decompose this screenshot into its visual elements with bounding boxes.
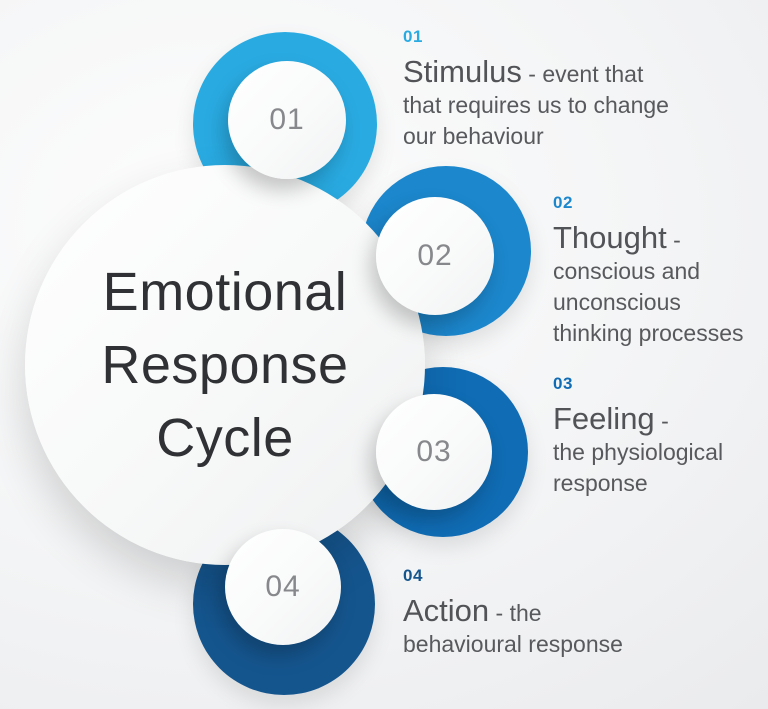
step-01-title: Stimulus [403,54,522,89]
step-02-title: Thought [553,220,667,255]
step-03-number: 03 [553,374,573,393]
step-02-disc: 02 [376,197,494,315]
step-02-number: 02 [553,193,573,212]
step-04-disc-number: 04 [265,570,301,603]
step-04-description: - the behavioural response [403,600,623,657]
step-04-title: Action [403,593,490,628]
step-01-number: 01 [403,27,423,46]
cycle-title-circle: Emotional Response Cycle [25,165,425,565]
step-02-description: - conscious and unconscious thinking pro… [553,227,744,346]
step-03-title: Feeling [553,401,655,436]
step-03-label: 03 Feeling - the physiological response [553,374,768,499]
step-04-label: 04 Action - the behavioural response [403,566,703,660]
step-02-label: 02 Thought - conscious and unconscious t… [553,193,768,349]
step-01-description: - event that that requires us to change … [403,61,669,149]
step-04-number: 04 [403,566,423,585]
cycle-title: Emotional Response Cycle [101,261,349,468]
step-02-disc-number: 02 [417,239,453,272]
step-03-disc-number: 03 [416,435,452,468]
step-03-description: - the physiological response [553,408,724,496]
step-03-disc: 03 [376,394,492,510]
step-01-disc-number: 01 [269,103,305,136]
step-01-disc: 01 [228,61,346,179]
step-01-label: 01 Stimulus - event that that requires u… [403,27,723,152]
step-04-disc: 04 [225,529,341,645]
